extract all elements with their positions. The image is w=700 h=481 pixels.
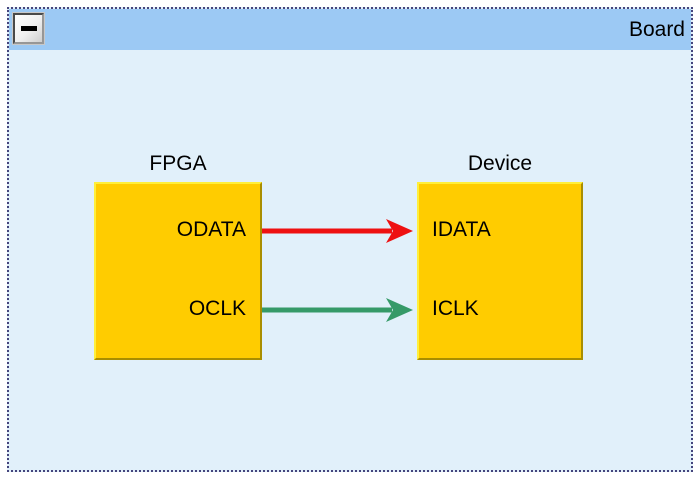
board-title: Board: [628, 18, 685, 41]
port-oclk: OCLK: [188, 297, 246, 320]
port-odata: ODATA: [176, 218, 246, 241]
board-window: Board FPGA ODATA OCLK Device IDATA ICLK: [7, 7, 693, 472]
block-fpga[interactable]: ODATA OCLK: [94, 182, 262, 360]
board-header: Board: [9, 9, 691, 50]
minus-icon: [20, 26, 37, 31]
wire-odata-to-idata: [262, 219, 413, 243]
port-idata: IDATA: [432, 218, 491, 241]
collapse-button[interactable]: [12, 12, 45, 45]
wire-oclk-to-iclk: [262, 298, 413, 322]
block-label-device: Device: [467, 152, 533, 175]
port-iclk: ICLK: [432, 297, 479, 320]
block-label-fpga: FPGA: [149, 152, 207, 175]
block-device[interactable]: IDATA ICLK: [417, 182, 583, 360]
